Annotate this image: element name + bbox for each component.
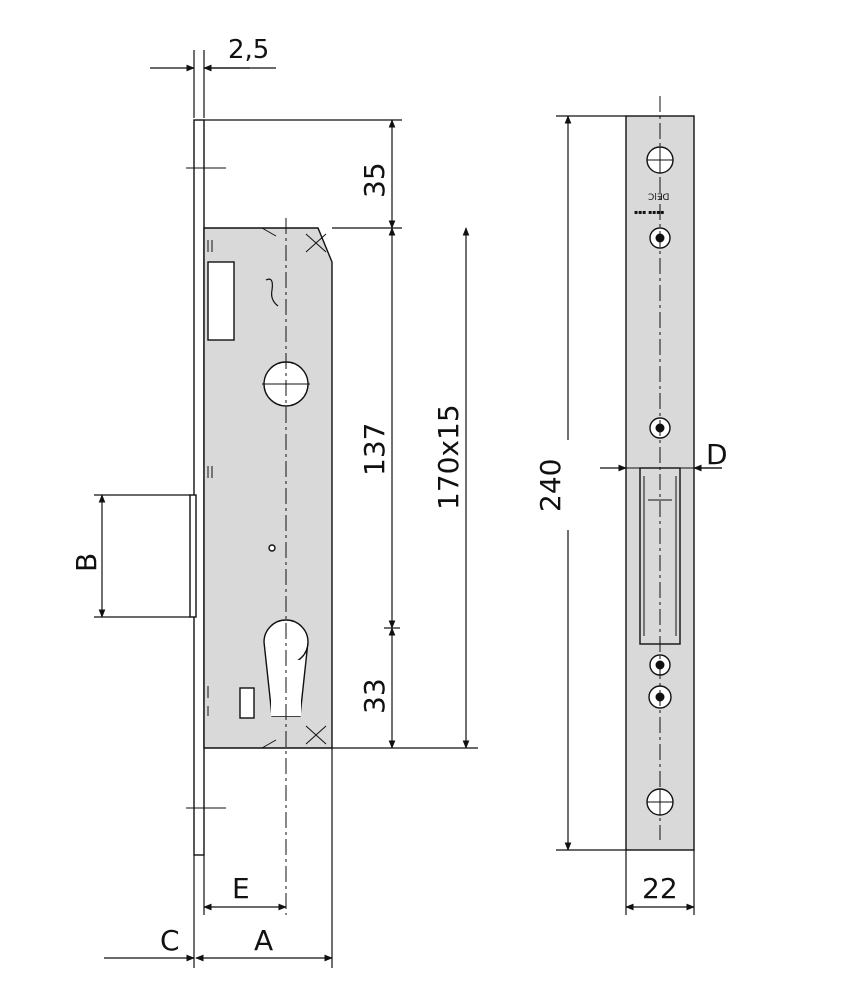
dim-label-a: A: [254, 924, 273, 957]
lock-side-view: [186, 119, 333, 856]
dim-bottom-section: 33: [358, 678, 391, 714]
side-dimensions: [94, 50, 478, 968]
dim-label-c: C: [160, 924, 180, 957]
side-faceplate: [193, 119, 205, 856]
dim-faceplate-width: 22: [642, 872, 678, 905]
dim-label-e: E: [232, 872, 250, 905]
dim-backset-b: B: [70, 553, 103, 572]
faceplate-brand-subtext: ▪▪▪ ▪▪▪▪: [634, 209, 664, 216]
dim-faceplate-length: 240: [534, 459, 567, 512]
latch-window: [207, 261, 235, 341]
latch-bolt: [189, 494, 197, 618]
small-hole: [268, 544, 276, 552]
dim-top-section: 35: [358, 162, 391, 198]
faceplate-brand-mark: Ɔl∃ᗡ: [648, 193, 670, 203]
dim-top-offset: 2,5: [228, 35, 269, 65]
dim-faceplate-depth: D: [706, 438, 728, 471]
lock-case: [203, 227, 333, 749]
dim-middle-section: 137: [358, 423, 391, 476]
dim-fixing-spacing: 170x15: [432, 404, 465, 510]
